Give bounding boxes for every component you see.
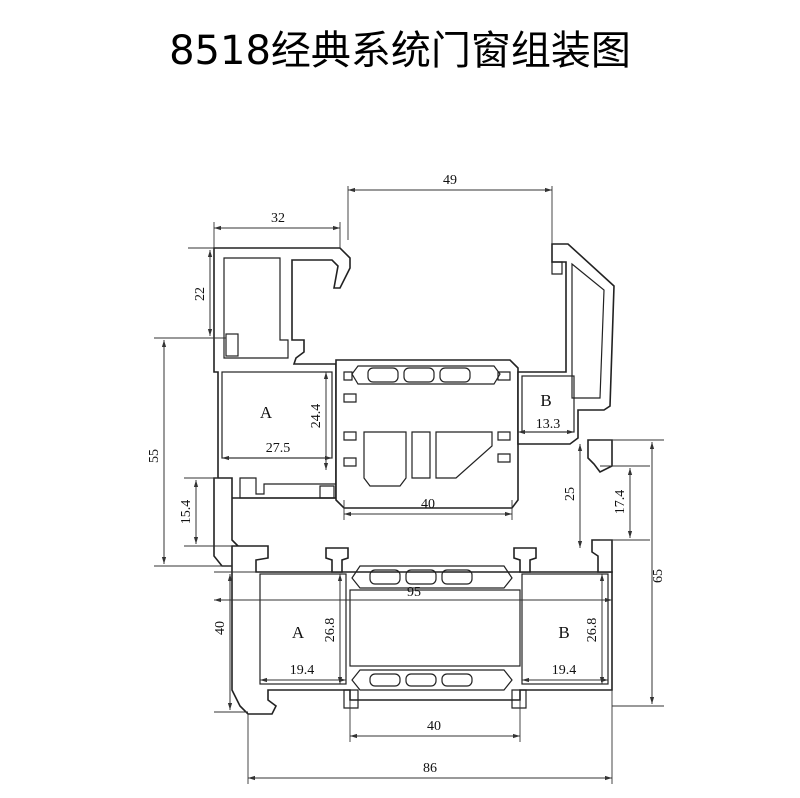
dimension-texts: 49 32 22 55 24.4 27.5 13.3 40 25 17.4 15…: [147, 173, 666, 776]
dim-26-8-b: 26.8: [585, 618, 600, 643]
top-right-profile: [517, 243, 615, 474]
dim-17-4: 17.4: [613, 490, 628, 515]
dimension-lines: [154, 186, 664, 784]
label-b-bottom: B: [558, 623, 569, 642]
dim-40-top: 40: [421, 497, 435, 512]
dim-19-4-b: 19.4: [552, 663, 577, 678]
dim-25: 25: [563, 487, 578, 501]
dim-15-4: 15.4: [179, 500, 194, 525]
dim-24-4: 24.4: [309, 404, 324, 429]
top-frame-profile: [213, 247, 351, 567]
dim-26-8-a: 26.8: [323, 618, 338, 643]
dim-27-5: 27.5: [266, 441, 291, 456]
bottom-frame-profile: [231, 539, 613, 715]
label-a-top: A: [260, 403, 273, 422]
label-b-top: B: [540, 391, 551, 410]
dim-19-4-a: 19.4: [290, 663, 315, 678]
label-a-bottom: A: [292, 623, 305, 642]
dim-22: 22: [193, 287, 208, 301]
dim-49: 49: [443, 173, 457, 188]
dim-95: 95: [407, 585, 421, 600]
dim-86: 86: [423, 761, 437, 776]
chamber-labels: A B A B: [260, 391, 570, 642]
dim-65: 65: [651, 569, 666, 583]
dim-13-3: 13.3: [536, 417, 561, 432]
dim-55: 55: [147, 449, 162, 463]
top-center-profile: [335, 359, 519, 509]
dim-32: 32: [271, 211, 285, 226]
diagram-title: 8518经典系统门窗组装图: [169, 28, 631, 74]
dim-40-bottom: 40: [427, 719, 441, 734]
dim-40-left: 40: [213, 621, 228, 635]
